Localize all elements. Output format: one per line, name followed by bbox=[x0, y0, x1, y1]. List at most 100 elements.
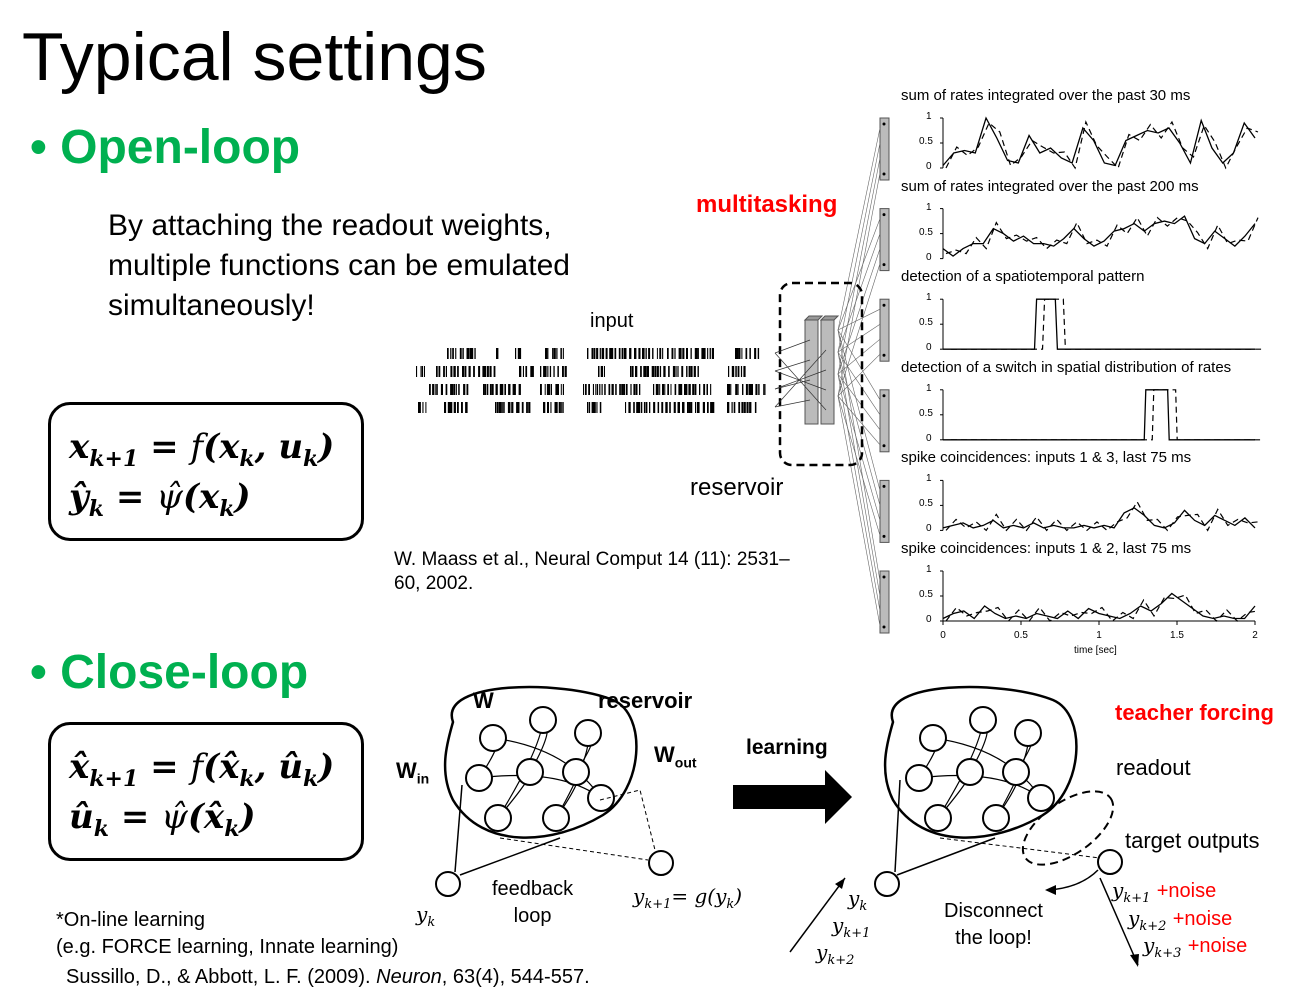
y-tick-label: 0 bbox=[926, 161, 932, 172]
spike bbox=[452, 348, 454, 359]
y-tick-label: 0.5 bbox=[919, 407, 933, 419]
spike bbox=[667, 348, 669, 359]
y-tick-label: 0 bbox=[926, 432, 932, 444]
spike bbox=[679, 384, 683, 395]
spike bbox=[419, 402, 421, 413]
spike bbox=[659, 366, 662, 377]
spike bbox=[611, 384, 614, 395]
y-tick-label: 0 bbox=[926, 614, 932, 625]
spike bbox=[447, 348, 449, 359]
output-trace bbox=[943, 389, 1255, 441]
spike bbox=[466, 384, 469, 395]
spike bbox=[682, 402, 685, 413]
reservoir-label: reservoir bbox=[690, 474, 784, 501]
spike bbox=[463, 384, 466, 395]
readout-connection bbox=[837, 353, 881, 397]
spike bbox=[462, 348, 464, 359]
spike bbox=[688, 384, 691, 395]
spike bbox=[420, 366, 422, 377]
spike bbox=[749, 402, 751, 413]
spike bbox=[756, 384, 758, 395]
spike bbox=[754, 348, 757, 359]
spike bbox=[670, 384, 672, 395]
spike bbox=[478, 366, 481, 377]
panel-title: detection of a spatiotemporal pattern bbox=[901, 268, 1145, 286]
input-node bbox=[435, 871, 461, 897]
spike bbox=[675, 366, 677, 377]
spike bbox=[555, 384, 558, 395]
readout-connection bbox=[837, 172, 881, 397]
spike bbox=[645, 402, 648, 413]
spike bbox=[688, 366, 691, 377]
spike bbox=[544, 366, 547, 377]
spike bbox=[436, 384, 438, 395]
spike bbox=[549, 366, 552, 377]
spike bbox=[758, 384, 760, 395]
spike bbox=[501, 402, 503, 413]
spike bbox=[429, 384, 431, 395]
spike bbox=[434, 384, 436, 395]
desc-line: multiple functions can be emulated bbox=[108, 249, 570, 282]
spike bbox=[711, 402, 714, 413]
spike bbox=[560, 402, 562, 413]
output-trace bbox=[942, 215, 1256, 257]
close-loop-equation-box: x̂k+1 = f(x̂k, ûk) ûk = ψ̂(x̂k) bbox=[48, 722, 364, 861]
spike bbox=[557, 366, 559, 377]
spike bbox=[511, 402, 514, 413]
noise-1: yk+1 +noise bbox=[1112, 878, 1217, 906]
spike bbox=[562, 366, 564, 377]
spike bbox=[604, 384, 606, 395]
panel-title: spike coincidences: inputs 1 & 2, last 7… bbox=[901, 540, 1192, 557]
spike bbox=[550, 384, 552, 395]
learning-arrow bbox=[733, 770, 852, 824]
reservoir-after-neuron bbox=[924, 804, 952, 832]
spike bbox=[731, 366, 735, 377]
reservoir-after-neuron bbox=[956, 758, 984, 786]
y-tick-label: 0.5 bbox=[919, 498, 933, 510]
spike bbox=[707, 348, 709, 359]
open-loop-equation-box: xk+1 = f(xk, uk) ŷk = ψ̂(xk) bbox=[48, 402, 364, 541]
reservoir-column bbox=[804, 319, 819, 425]
spike bbox=[557, 384, 559, 395]
spike bbox=[671, 348, 674, 359]
spike bbox=[737, 384, 739, 395]
spike bbox=[682, 348, 685, 359]
spike bbox=[455, 384, 457, 395]
readout-unit bbox=[879, 117, 890, 181]
spike bbox=[703, 384, 706, 395]
spike bbox=[667, 384, 669, 395]
spike bbox=[702, 402, 705, 413]
spike bbox=[596, 348, 599, 359]
input-connection bbox=[774, 369, 827, 390]
spike bbox=[496, 384, 498, 395]
spike bbox=[544, 384, 546, 395]
target-trace bbox=[945, 594, 1259, 622]
column-top bbox=[803, 315, 824, 321]
spike bbox=[661, 402, 664, 413]
readout-unit bbox=[879, 479, 890, 543]
spike bbox=[630, 384, 632, 395]
spike bbox=[687, 402, 689, 413]
readout-unit bbox=[879, 298, 890, 362]
spike bbox=[592, 384, 594, 395]
spike bbox=[558, 402, 561, 413]
readout-label: readout bbox=[1116, 755, 1191, 780]
spike bbox=[634, 348, 637, 359]
spike bbox=[516, 402, 519, 413]
spike bbox=[552, 348, 554, 359]
spike bbox=[609, 348, 612, 359]
spike bbox=[633, 402, 635, 413]
reservoir-before-neuron bbox=[465, 764, 493, 792]
arrow-head bbox=[835, 878, 845, 889]
spike bbox=[659, 348, 662, 359]
spike bbox=[709, 348, 711, 359]
spike bbox=[625, 402, 627, 413]
spike bbox=[495, 402, 497, 413]
spike bbox=[418, 402, 420, 413]
spike bbox=[668, 366, 670, 377]
spike bbox=[471, 348, 474, 359]
spike bbox=[599, 348, 601, 359]
spike bbox=[652, 366, 655, 377]
readout-dot bbox=[882, 394, 886, 398]
input-connection bbox=[774, 352, 827, 411]
